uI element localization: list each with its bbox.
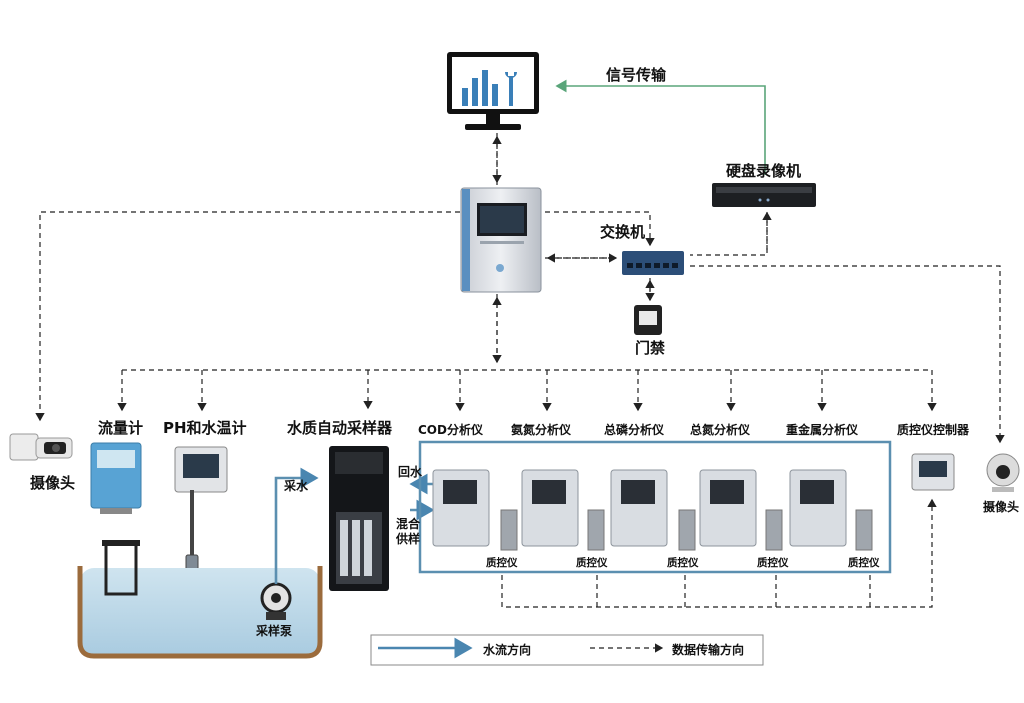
legend-water-label: 水流方向 [483,643,532,657]
access-label: 门禁 [635,339,666,357]
ammonia-label: 氨氮分析仪 [511,423,572,437]
dvr-label: 硬盘录像机 [726,162,802,180]
analyzer-loop [418,440,892,574]
qc-label-3: 质控仪 [667,557,699,569]
control-cabinet-icon [460,187,542,293]
intake-label: 采水 [284,479,309,493]
nitrogen-label: 总氮分析仪 [690,423,751,437]
nitrogen-analyzer-icon [699,469,783,551]
metal-analyzer-icon [789,469,873,551]
water-tank [77,540,323,659]
data-lines [35,133,1005,608]
return-water-label: 回水 [398,465,423,479]
cod-analyzer-icon [432,469,518,551]
ph-label: PH和水温计 [163,419,247,437]
water-sampler-icon [329,446,389,591]
phosphorus-analyzer-icon [610,469,696,551]
monitor-icon [447,52,539,130]
sampler-label: 水质自动采样器 [287,419,393,437]
flowmeter-icon [90,442,142,514]
mixed-label-2: 供样 [396,532,421,546]
sampling-pump-icon [260,582,292,620]
qc-label-1: 质控仪 [486,557,518,569]
metal-label: 重金属分析仪 [786,423,859,437]
phosphorus-label: 总磷分析仪 [604,423,665,437]
legend-box [370,634,764,666]
qc-label-5: 质控仪 [848,557,880,569]
left-camera-icon [9,433,73,461]
qc-controller-label: 质控仪控制器 [897,423,970,437]
flowmeter-label: 流量计 [98,419,144,437]
qc-label-2: 质控仪 [576,557,608,569]
camera-right-label: 摄像头 [983,500,1020,514]
access-control-icon [634,305,662,335]
signal-label: 信号传输 [606,66,667,84]
switch-label: 交换机 [600,223,646,241]
camera-left-label: 摄像头 [30,474,76,492]
qc-controller-icon [911,453,955,491]
mixed-label-1: 混合 [396,517,421,531]
qc-label-4: 质控仪 [757,557,789,569]
cod-label: COD分析仪 [418,423,483,437]
signal-line [555,79,766,175]
pump-label: 采样泵 [256,624,293,638]
switch-icon [622,251,684,275]
right-camera-icon [986,453,1020,492]
dvr-icon [712,183,816,207]
legend-data-label: 数据传输方向 [672,643,745,657]
ammonia-analyzer-icon [521,469,605,551]
